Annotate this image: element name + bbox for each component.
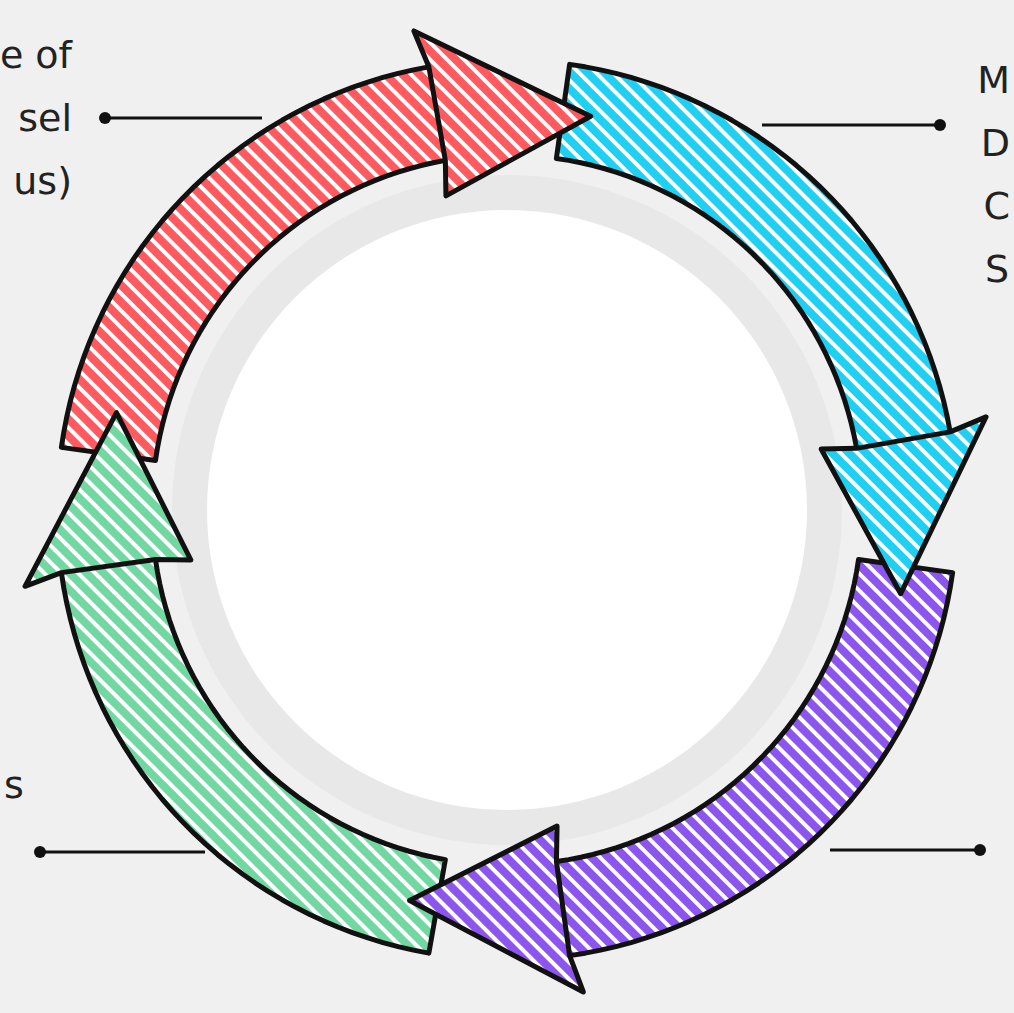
- leader-dot: [99, 112, 111, 124]
- purple-arrow-body: [544, 559, 953, 957]
- leader-lines: [34, 112, 986, 858]
- leader-dot: [974, 844, 986, 856]
- leader-dot: [34, 846, 46, 858]
- purple-arrow-head: [410, 826, 584, 992]
- leader-line: [830, 849, 980, 852]
- green-arrow-head: [25, 413, 191, 587]
- cropped-label: M: [977, 58, 1010, 102]
- arrows: [25, 31, 986, 992]
- leader-line: [762, 124, 940, 127]
- red-arrow-head: [414, 31, 591, 196]
- cropped-label: S: [985, 247, 1009, 291]
- blue-arrow-body: [556, 64, 952, 460]
- cropped-label: D: [981, 121, 1010, 165]
- cropped-label: C: [983, 184, 1010, 228]
- cropped-label: e of: [0, 33, 72, 77]
- leader-dot: [934, 119, 946, 131]
- leader-line: [40, 851, 205, 854]
- red-arrow-body: [61, 64, 457, 460]
- blue-arrow-head: [821, 417, 986, 594]
- green-arrow-body: [59, 547, 445, 953]
- inner-disc: [207, 210, 807, 810]
- cropped-label: us): [13, 159, 72, 203]
- inner-ring: [172, 175, 842, 845]
- cropped-label: sel: [18, 96, 72, 140]
- leader-line: [105, 117, 262, 120]
- cropped-label: s: [4, 763, 24, 807]
